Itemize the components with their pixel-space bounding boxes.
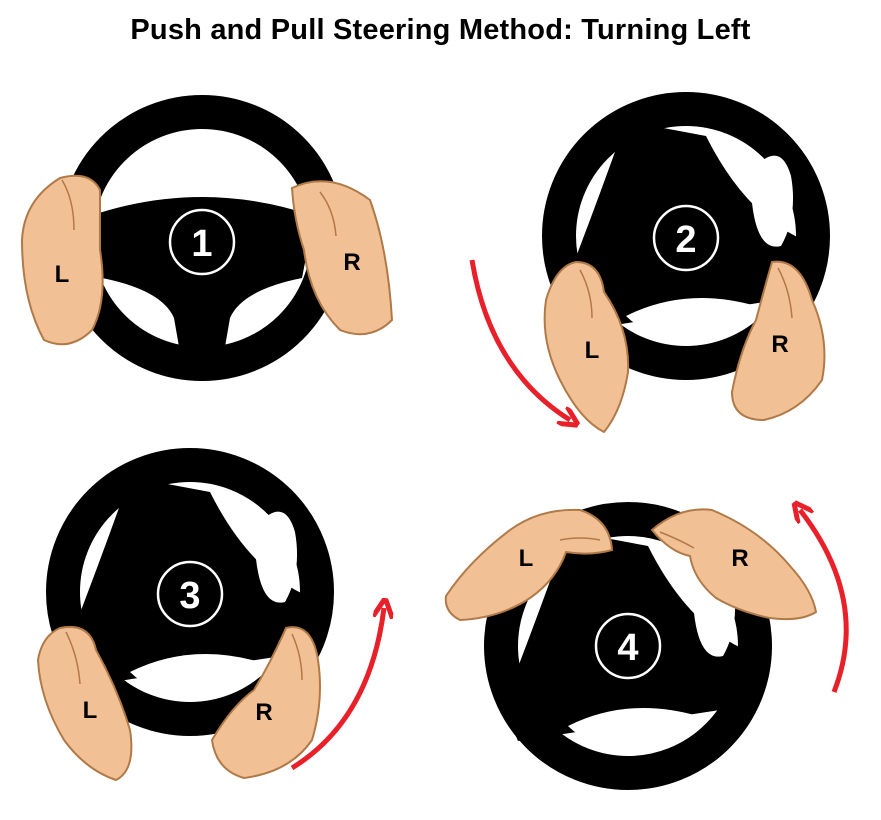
left-hand-label: L bbox=[83, 697, 98, 724]
right-hand bbox=[650, 508, 818, 621]
right-hand bbox=[290, 180, 394, 336]
left-hand-label: L bbox=[55, 261, 70, 288]
diagram-title: Push and Pull Steering Method: Turning L… bbox=[130, 14, 751, 46]
left-hand-label: L bbox=[519, 545, 534, 572]
step-badge bbox=[156, 560, 224, 628]
rotation-arrow bbox=[290, 608, 384, 771]
left-hand bbox=[543, 260, 630, 434]
left-hand bbox=[36, 626, 133, 782]
right-hand bbox=[210, 626, 321, 780]
step-badge bbox=[594, 612, 662, 680]
step-number: 1 bbox=[191, 223, 212, 265]
step-number: 4 bbox=[617, 627, 638, 669]
step-2: 2 L R bbox=[469, 109, 826, 434]
rotation-arrow bbox=[800, 510, 849, 693]
rotation-arrow bbox=[469, 259, 570, 420]
left-hand bbox=[20, 174, 104, 346]
step-number: 3 bbox=[179, 575, 200, 617]
right-hand-label: R bbox=[343, 249, 360, 276]
step-1: 1 L R bbox=[20, 112, 394, 364]
left-hand bbox=[444, 508, 614, 622]
step-badge bbox=[652, 204, 720, 272]
right-hand-label: R bbox=[255, 699, 272, 726]
step-badge bbox=[168, 208, 236, 276]
right-hand-label: R bbox=[771, 331, 788, 358]
left-hand-label: L bbox=[585, 337, 600, 364]
step-3: 3 L R bbox=[36, 465, 384, 782]
step-4: 4 L R bbox=[444, 508, 849, 773]
step-number: 2 bbox=[675, 219, 696, 261]
right-hand bbox=[730, 260, 826, 422]
right-hand-label: R bbox=[731, 545, 748, 572]
